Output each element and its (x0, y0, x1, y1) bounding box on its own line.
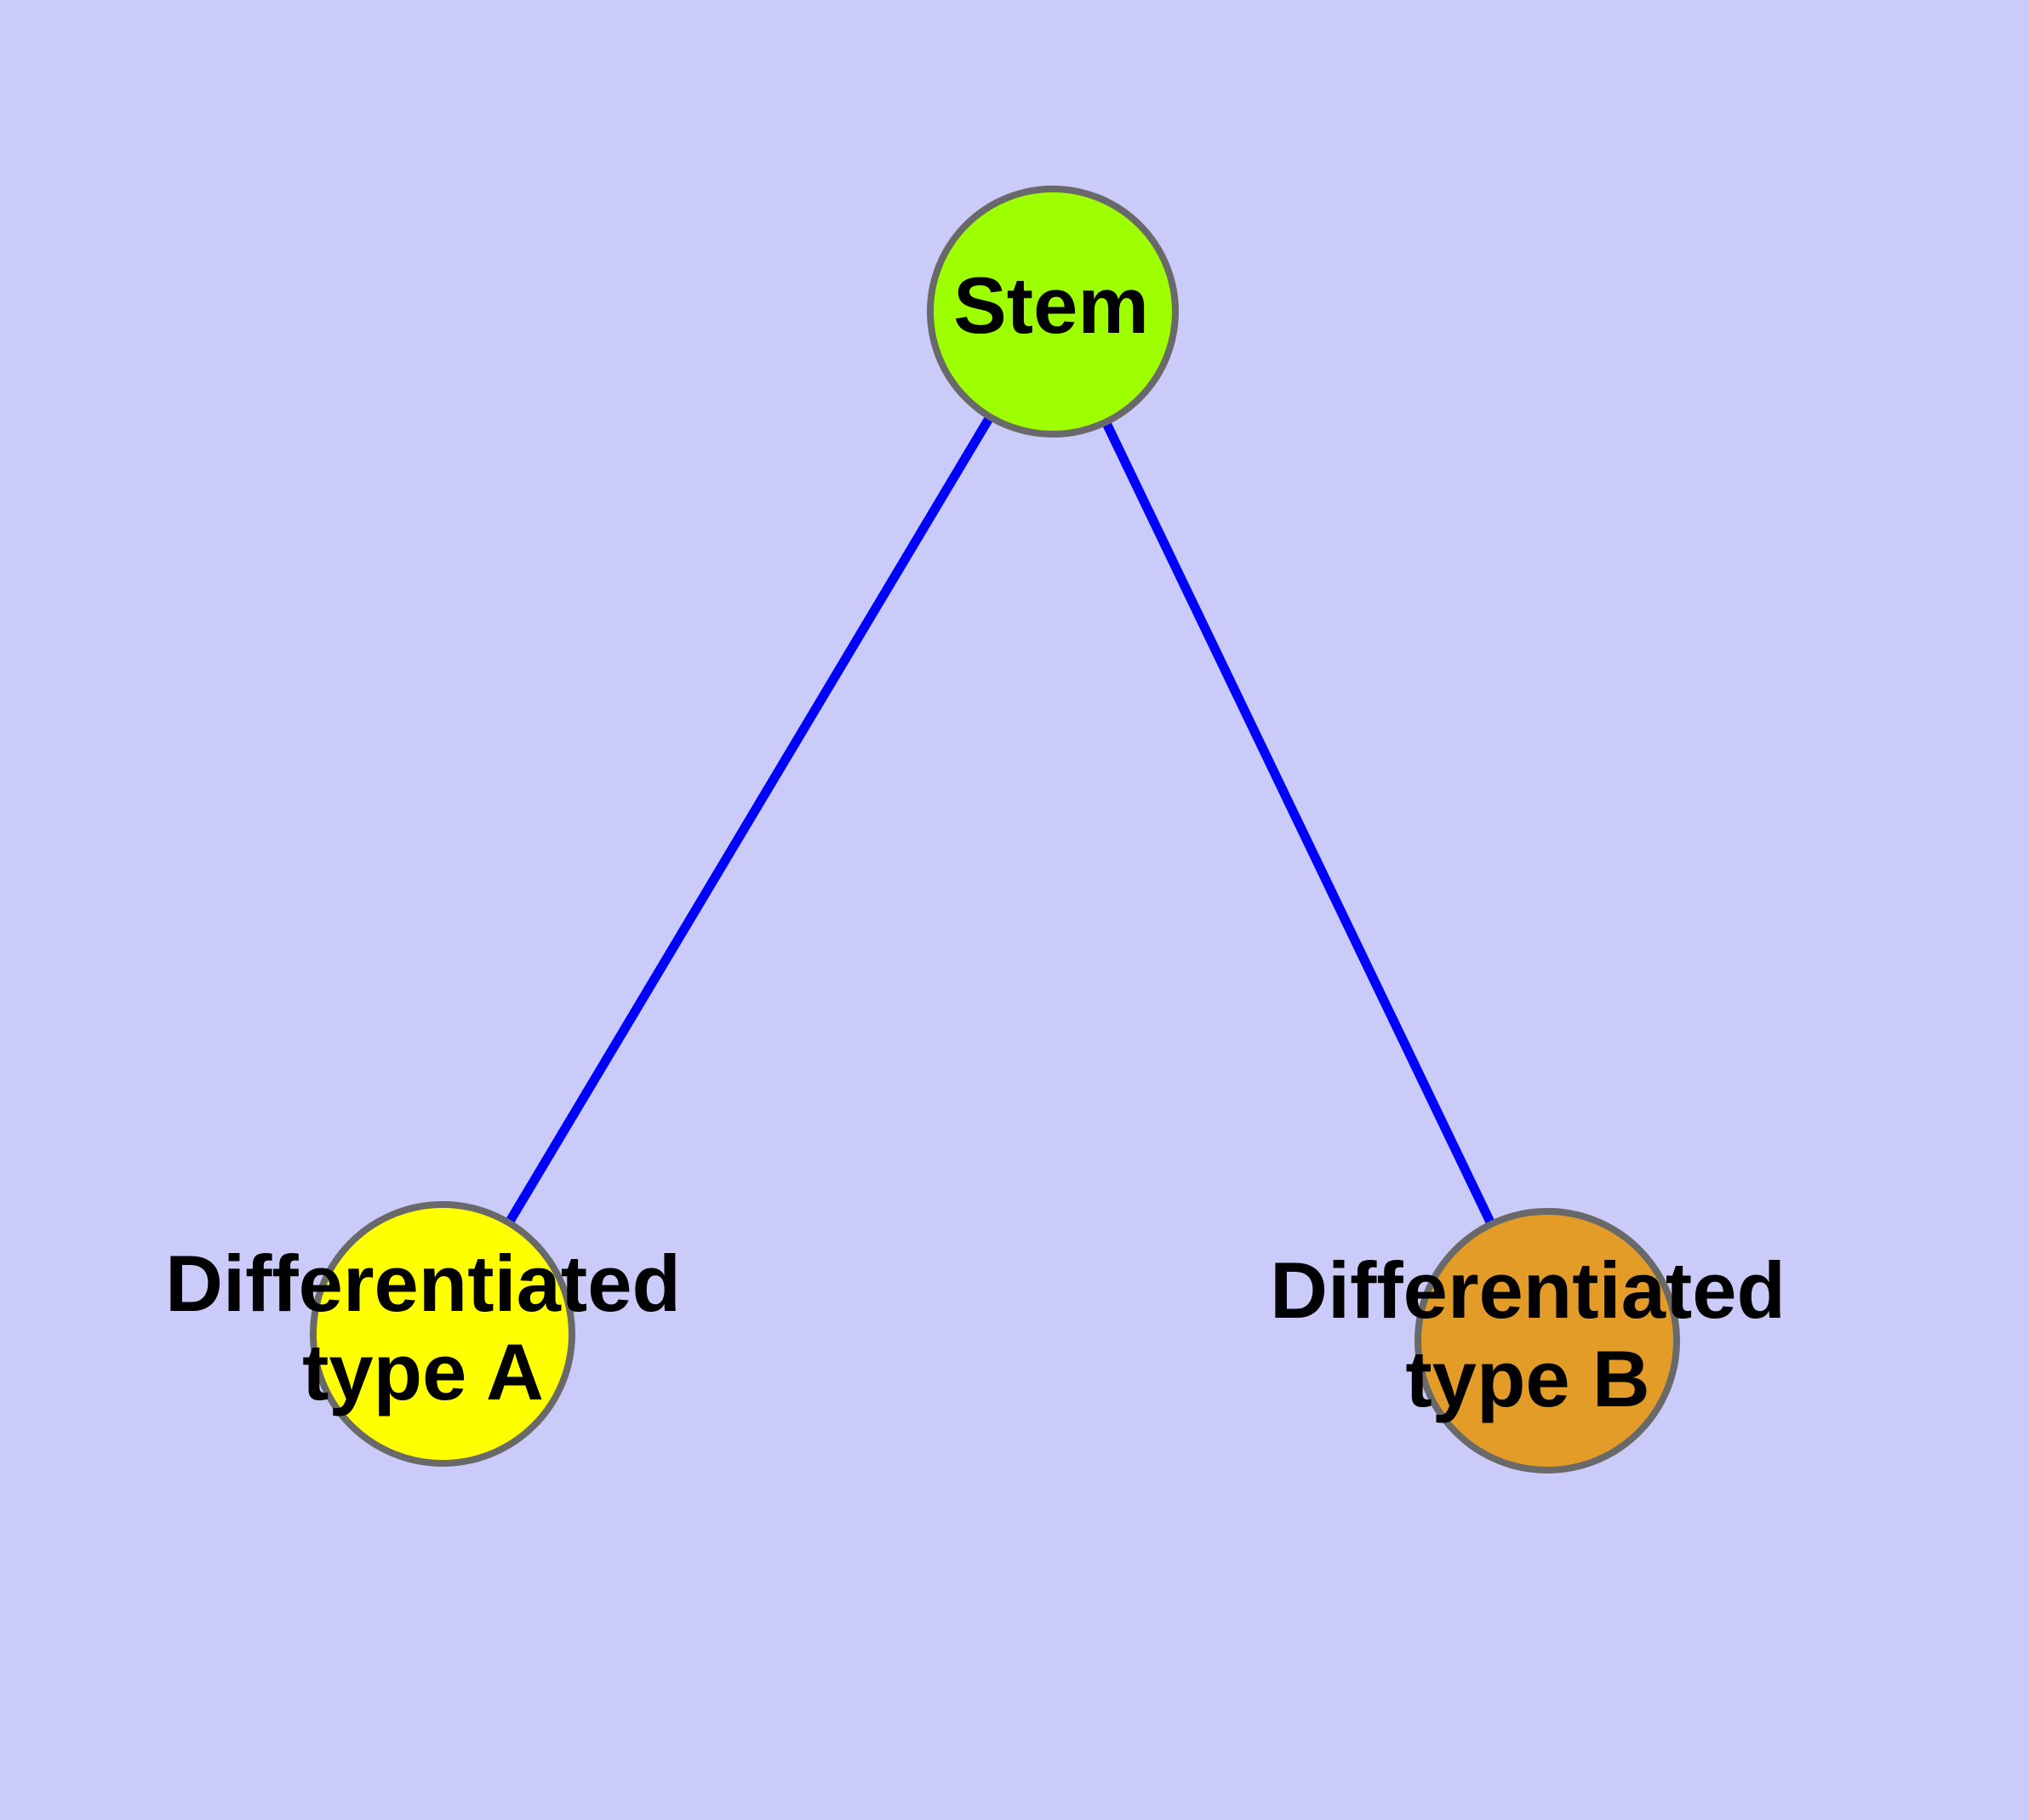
node-circle-stem[interactable] (927, 186, 1179, 438)
node-circle-differentiated-type-b[interactable] (1415, 1208, 1680, 1474)
node-circle-differentiated-type-a[interactable] (310, 1201, 575, 1467)
graph-edge (438, 309, 1057, 1336)
node-label-line: type B (1405, 1334, 1649, 1423)
graph-edge (1049, 309, 1552, 1343)
node-label-line: Differentiated (1270, 1245, 1786, 1335)
edges-layer (438, 309, 1552, 1343)
graph-node-stem[interactable]: Stem (927, 186, 1179, 438)
node-label-stem: Stem (953, 260, 1149, 350)
node-label-line: type A (302, 1327, 544, 1417)
node-label-line: Stem (953, 260, 1149, 350)
node-label-line: Differentiated (165, 1239, 681, 1328)
